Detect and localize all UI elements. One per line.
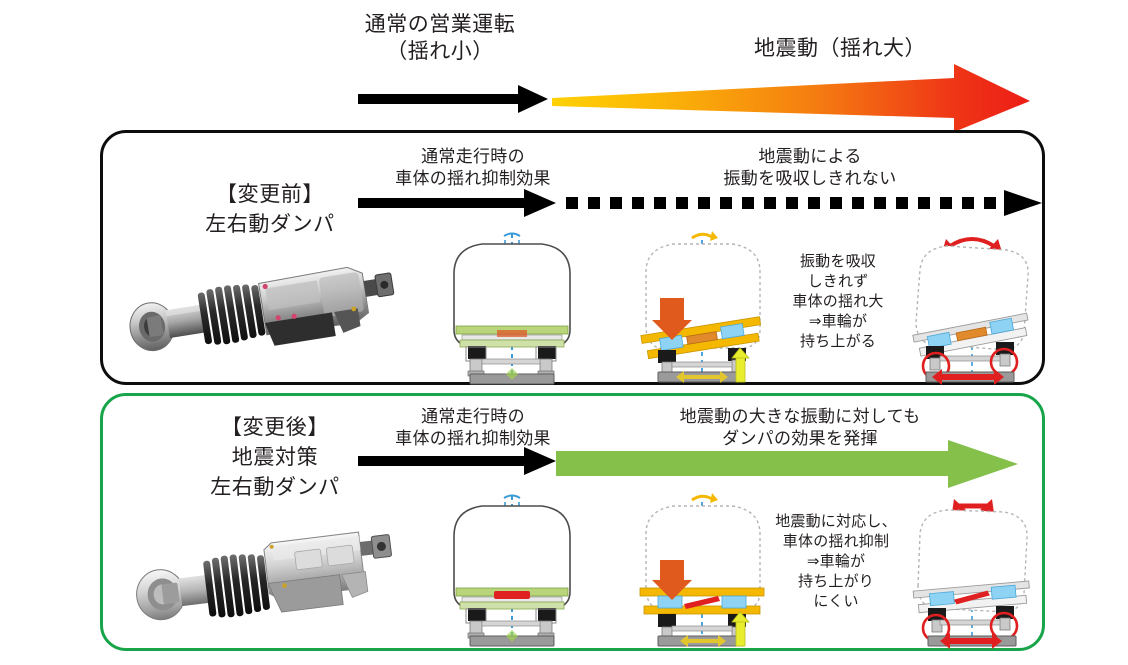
before-panel-title: 【変更前】 左右動ダンパ xyxy=(150,180,390,240)
down-arrow-orange xyxy=(652,560,692,600)
before-vehicle-upright xyxy=(442,226,582,385)
before-caption-left: 通常走行時の 車体の揺れ抑制効果 xyxy=(358,146,588,190)
before-vehicle-tilted xyxy=(632,226,772,384)
after-panel-title: 【変更後】 地震対策 左右動ダンパ xyxy=(150,413,400,502)
after-caption-left-line1: 通常走行時の xyxy=(421,407,525,426)
wheel-lift-arrow-yellow xyxy=(731,611,750,647)
header-normal-arrow xyxy=(358,85,548,113)
before-vehicle-wheel-lift xyxy=(902,226,1042,385)
before-caption-left-line1: 通常走行時の xyxy=(421,147,525,166)
air-spring-right xyxy=(989,317,1015,335)
after-caption-right: 地震動の大きな振動に対しても ダンパの効果を発揮 xyxy=(590,406,1010,450)
air-spring-left xyxy=(929,591,955,607)
after-note-line3: ⇒車輪が xyxy=(806,552,866,570)
lateral-shift-arrow-red xyxy=(932,369,1004,385)
quake-lateral-damper xyxy=(494,591,530,599)
quake-lateral-damper xyxy=(954,590,990,605)
before-title-line2: 左右動ダンパ xyxy=(205,212,335,236)
after-note-line5: にくい xyxy=(813,592,859,610)
air-spring-right xyxy=(720,323,745,340)
header-arrows xyxy=(330,64,1030,132)
lateral-damper xyxy=(497,330,527,337)
down-arrow-orange xyxy=(652,298,692,340)
header-quake-line1: 地震動（揺れ大） xyxy=(754,37,926,60)
after-damper-photo xyxy=(126,528,402,638)
before-note-line4: ⇒車輪が xyxy=(808,312,868,330)
header-earthquake-arrow xyxy=(552,64,1030,132)
after-title-line3: 左右動ダンパ xyxy=(210,475,340,499)
tilted-frame-group xyxy=(912,312,1029,357)
after-caption-right-line2: ダンパの効果を発揮 xyxy=(722,429,878,449)
quake-lateral-damper xyxy=(684,596,720,609)
after-vehicle-small-rocking xyxy=(902,488,1042,649)
after-title-line1: 【変更後】 xyxy=(221,416,329,439)
after-caption-right-line1: 地震動の大きな振動に対しても xyxy=(679,407,921,426)
before-caption-right-line2: 振動を吸収しきれない xyxy=(723,169,897,189)
after-title-line2: 地震対策 xyxy=(231,445,319,469)
air-spring-right xyxy=(721,595,747,609)
before-dotted-arrow xyxy=(566,190,1042,216)
before-caption-right: 地震動による 振動を吸収しきれない xyxy=(682,146,938,190)
after-vehicle-level xyxy=(632,488,772,648)
lateral-shift-arrow-yellow xyxy=(676,371,728,383)
rocking-arrow-red-small xyxy=(952,499,994,513)
after-arrow-row xyxy=(358,440,1048,488)
wheel-lift-arrow-yellow xyxy=(731,347,750,383)
bolster-beam-upper xyxy=(639,587,765,597)
bolster-beam-lower xyxy=(643,605,761,615)
before-caption-right-line1: 地震動による xyxy=(758,147,862,166)
before-caption-left-line2: 車体の揺れ抑制効果 xyxy=(395,169,551,189)
header-normal-running-label: 通常の営業運転 （揺れ小） xyxy=(330,12,550,66)
header-normal-line1: 通常の営業運転 xyxy=(364,13,516,36)
before-note-line5: 持ち上がる xyxy=(799,332,876,350)
after-panel-frame xyxy=(100,393,1045,651)
after-solid-arrow xyxy=(358,447,556,475)
after-vehicle-upright xyxy=(442,488,582,648)
after-note-line4: 持ち上がり xyxy=(797,572,874,590)
header-normal-line2: （揺れ小） xyxy=(386,39,494,63)
lateral-shift-arrow-yellow xyxy=(680,635,726,647)
header-earthquake-label: 地震動（揺れ大） xyxy=(690,36,990,63)
air-spring-right xyxy=(990,584,1017,600)
after-caption-left-line2: 車体の揺れ抑制効果 xyxy=(395,429,551,449)
after-note-line2: 車体の揺れ抑制 xyxy=(782,532,890,550)
lateral-shift-arrow-red xyxy=(940,633,1002,649)
before-note-line3: 車体の揺れ大 xyxy=(792,292,884,310)
after-note-line1: 地震動に対応し、 xyxy=(775,513,897,530)
before-title-line1: 【変更前】 xyxy=(216,183,324,206)
before-panel-frame xyxy=(100,130,1045,385)
after-note-text: 地震動に対応し、 車体の揺れ抑制 ⇒車輪が 持ち上がり にくい xyxy=(762,512,910,612)
before-note-text: 振動を吸収 しきれず 車体の揺れ大 ⇒車輪が 持ち上がる xyxy=(768,252,908,352)
after-green-arrow xyxy=(556,440,1018,488)
lateral-damper xyxy=(955,326,988,342)
before-solid-arrow xyxy=(358,189,556,217)
before-damper-photo xyxy=(118,262,398,374)
lateral-damper xyxy=(686,331,718,345)
after-caption-left: 通常走行時の 車体の揺れ抑制効果 xyxy=(358,406,588,450)
before-note-line1: 振動を吸収 xyxy=(799,253,876,270)
before-arrow-row xyxy=(358,186,1048,220)
before-note-line2: しきれず xyxy=(807,272,869,290)
